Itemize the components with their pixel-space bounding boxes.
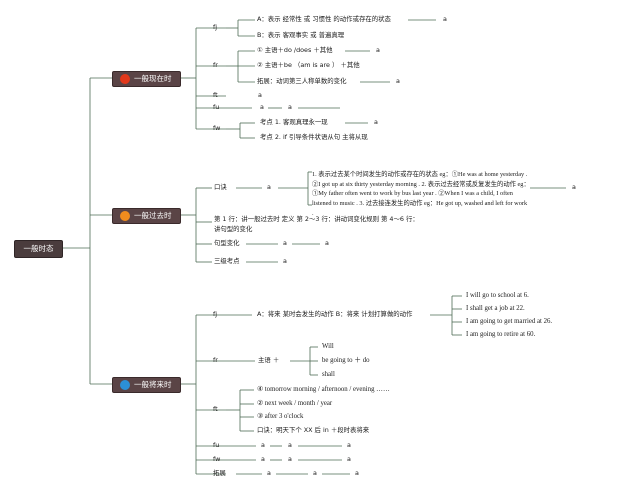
present-fu-value-1[interactable]: a [260, 103, 264, 111]
past-sk[interactable]: 三级考点 [214, 257, 240, 265]
future-fw-value-3[interactable]: a [347, 455, 351, 463]
future-tz-value-3[interactable]: a [355, 469, 359, 477]
future-fu-value-3[interactable]: a [347, 441, 351, 449]
present-fw-1-value[interactable]: a [374, 118, 378, 126]
future-example-3[interactable]: I am going to get married at 26. [466, 318, 553, 325]
present-fj-a-value[interactable]: a [443, 15, 447, 23]
blue-dot-icon [120, 380, 130, 390]
future-example-2[interactable]: I shall get a job at 22. [466, 305, 525, 312]
orange-dot-icon [120, 211, 130, 221]
future-fu[interactable]: fu [213, 441, 220, 449]
future-fw-value-1[interactable]: a [261, 455, 265, 463]
future-ft[interactable]: ft [213, 405, 218, 413]
present-fr-1[interactable]: ① 主语＋do /does ＋其他 [257, 46, 333, 54]
present-fu-value-2[interactable]: a [288, 103, 292, 111]
present-fu[interactable]: fu [213, 103, 220, 111]
past-kj[interactable]: 口诀 [214, 183, 227, 191]
future-tz-value-2[interactable]: a [313, 469, 317, 477]
present-fr-1-value[interactable]: a [376, 46, 380, 54]
present-fj-b[interactable]: B：表示 客观事实 或 普遍真理 [257, 31, 345, 39]
present-fr-3[interactable]: 拓展：动词第三人称单数的变化 [257, 77, 347, 85]
node-future[interactable]: 一般将来时 [112, 377, 181, 393]
future-fj[interactable]: fj [213, 310, 218, 318]
node-past-label: 一般过去时 [134, 211, 172, 220]
red-dot-icon [120, 74, 130, 84]
past-rows[interactable]: 第 1 行：讲一般过去时 定义 第 2～3 行：讲动词变化规则 第 4～6 行：… [214, 215, 419, 233]
past-jx-value-1[interactable]: a [283, 239, 287, 247]
node-past[interactable]: 一般过去时 [112, 208, 181, 224]
future-fr[interactable]: fr [213, 356, 218, 364]
future-tz-value-1[interactable]: a [267, 469, 271, 477]
present-fj-a[interactable]: A：表示 经常性 或 习惯性 的动作或存在的状态 [257, 15, 391, 23]
future-fu-value-2[interactable]: a [288, 441, 292, 449]
present-ft[interactable]: ft [213, 91, 218, 99]
present-fj[interactable]: fj [213, 23, 218, 31]
past-jx-value-2[interactable]: a [325, 239, 329, 247]
node-present[interactable]: 一般现在时 [112, 71, 181, 87]
root-node[interactable]: 一般时态 [14, 240, 63, 258]
future-ft-1[interactable]: ④ tomorrow morning / afternoon / evening… [257, 386, 390, 393]
present-fw[interactable]: fw [213, 124, 221, 132]
past-detail[interactable]: 1. 表示过去某个时间发生的动作或存在的状态 eg：①He was at hom… [312, 171, 530, 217]
node-future-label: 一般将来时 [134, 380, 172, 389]
future-fw-value-2[interactable]: a [288, 455, 292, 463]
future-example-4[interactable]: I am going to retire at 60. [466, 331, 536, 338]
future-be-going-to[interactable]: be going to ＋ do [322, 357, 370, 364]
past-kj-value[interactable]: a [267, 183, 271, 191]
future-shall[interactable]: shall [322, 371, 335, 378]
present-fr-3-value[interactable]: a [396, 77, 400, 85]
future-ft-3[interactable]: ③ after 3 o'clock [257, 413, 304, 420]
past-detail-value[interactable]: a [572, 183, 576, 191]
present-fw-2[interactable]: 考点 2. if 引导条件状语从句 主将从现 [260, 133, 368, 141]
future-example-1[interactable]: I will go to school at 6. [466, 292, 529, 299]
future-fu-value-1[interactable]: a [261, 441, 265, 449]
past-jx[interactable]: 句型变化 [214, 239, 240, 247]
future-fr-text[interactable]: 主语 ＋ [258, 356, 280, 364]
future-fw[interactable]: fw [213, 455, 221, 463]
present-fr[interactable]: fr [213, 61, 218, 69]
present-fw-1[interactable]: 考点 1. 客观真理永一现 [260, 118, 328, 126]
future-will[interactable]: Will [322, 343, 334, 350]
past-sk-value[interactable]: a [283, 257, 287, 265]
future-tz[interactable]: 拓展 [213, 469, 226, 477]
present-fr-2[interactable]: ② 主语＋be （am is are ） ＋其他 [257, 61, 360, 69]
future-fj-text[interactable]: A：将来 某时会发生的动作 B：将来 计划打算做的动作 [257, 310, 413, 318]
present-ft-value[interactable]: a [258, 91, 262, 99]
future-ft-4[interactable]: 口诀：明天下个 XX 后 in ＋段时表将来 [257, 426, 370, 434]
future-ft-2[interactable]: ② next week / month / year [257, 400, 333, 407]
node-present-label: 一般现在时 [134, 74, 172, 83]
